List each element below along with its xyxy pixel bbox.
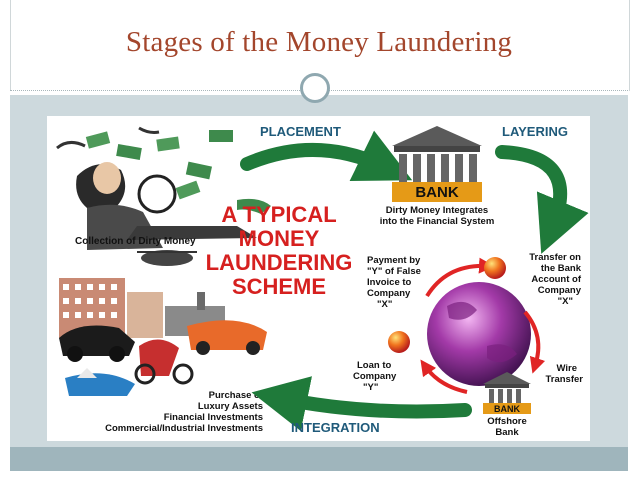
caption-purchase-line-1: Purchase of xyxy=(209,390,264,401)
offshore-bank-icon xyxy=(483,372,531,414)
cycle-arrow-loan xyxy=(420,359,468,394)
cycle-arrow-wire xyxy=(523,310,546,374)
bank-sign-label: BANK xyxy=(415,184,458,201)
caption-transfer-line-2: the Bank xyxy=(541,263,582,274)
heading-line-2: MONEY xyxy=(239,226,320,251)
stage-label-layering: LAYERING xyxy=(502,124,568,139)
diagram-canvas: Collection of Dirty Money PLACEMENT BANK… xyxy=(56,124,589,438)
caption-offshore-line-2: Bank xyxy=(495,427,519,438)
heading-line-1: A TYPICAL xyxy=(221,202,336,227)
placement-arrow xyxy=(240,130,413,181)
cycle-arrow-payment xyxy=(425,257,495,298)
caption-transfer-line-1: Transfer on xyxy=(529,252,581,263)
caption-loan-line-3: "Y" xyxy=(363,382,378,393)
transfer-ball-icon xyxy=(484,257,506,279)
money-laundering-diagram: Collection of Dirty Money PLACEMENT BANK… xyxy=(47,116,590,441)
caption-transfer-line-5: "X" xyxy=(558,296,573,307)
caption-payment-line-3: Invoice to xyxy=(367,277,412,288)
heading-line-4: SCHEME xyxy=(232,274,326,299)
circle-ornament-icon xyxy=(300,73,330,103)
caption-purchase-line-4: Commercial/Industrial Investments xyxy=(105,423,263,434)
layering-arrow xyxy=(495,145,589,254)
man-in-car-illustration xyxy=(76,162,271,250)
caption-dirty-money-line-1: Dirty Money Integrates xyxy=(386,205,488,216)
caption-loan-line-1: Loan to xyxy=(357,360,391,371)
offshore-bank-sign-label: BANK xyxy=(494,404,520,414)
caption-wire-line-1: Wire xyxy=(556,363,577,374)
luxury-assets-illustration xyxy=(59,250,267,396)
caption-loan-line-2: Company xyxy=(353,371,397,382)
loan-ball-icon xyxy=(388,331,410,353)
caption-purchase-line-3: Financial Investments xyxy=(164,412,263,423)
footer-band xyxy=(10,447,628,471)
caption-payment-line-2: "Y" of False xyxy=(367,266,421,277)
money-bills-illustration xyxy=(56,126,233,200)
caption-dirty-money-line-2: into the Financial System xyxy=(380,216,495,227)
caption-purchase-line-2: Luxury Assets xyxy=(198,401,263,412)
caption-transfer-line-4: Company xyxy=(538,285,582,296)
slide-title: Stages of the Money Laundering xyxy=(125,26,513,58)
globe-icon xyxy=(427,282,531,386)
caption-offshore-line-1: Offshore xyxy=(487,416,527,427)
integration-arrow xyxy=(251,376,472,432)
stage-label-integration: INTEGRATION xyxy=(291,420,380,435)
caption-payment-line-4: Company xyxy=(367,288,411,299)
caption-collection: Collection of Dirty Money xyxy=(75,236,196,247)
caption-wire-line-2: Transfer xyxy=(546,374,584,385)
stage-label-placement: PLACEMENT xyxy=(260,124,341,139)
caption-transfer-line-3: Account of xyxy=(531,274,581,285)
heading-line-3: LAUNDERING xyxy=(206,250,353,275)
caption-payment-line-1: Payment by xyxy=(367,255,421,266)
caption-payment-line-5: "X" xyxy=(377,299,392,310)
bank-building-icon xyxy=(392,126,482,202)
